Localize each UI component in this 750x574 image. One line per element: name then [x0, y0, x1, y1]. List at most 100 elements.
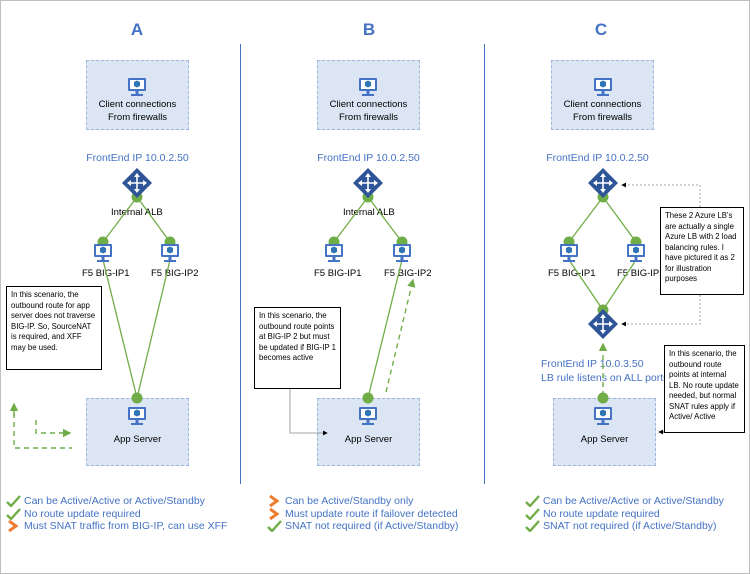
panel-c-client-line2: From firewalls: [572, 112, 633, 123]
panel-a-legend-row-3: Must SNAT traffic from BIG-IP, can use X…: [6, 519, 228, 533]
panel-c-note-text: In this scenario, the outbound route poi…: [669, 349, 739, 421]
panel-c-internal-lb-icon: [588, 309, 618, 339]
panel-c-note: In this scenario, the outbound route poi…: [664, 345, 745, 433]
panel-divider-1: [240, 44, 241, 484]
panel-a-legend-row-1: Can be Active/Active or Active/Standby: [6, 495, 227, 508]
panel-a-client-line1: Client connections: [98, 99, 177, 110]
panel-b-app-monitor-icon: [359, 407, 377, 425]
panel-a-legend-text-2: No route update required: [24, 507, 141, 520]
panel-b-frontend-ip: FrontEnd IP 10.0.2.50: [317, 152, 420, 164]
panel-c-f5-1-to-ilb: [568, 259, 604, 311]
panel-a-legend: Can be Active/Active or Active/Standby N…: [6, 495, 227, 533]
panel-c-legend-row-1: Can be Active/Active or Active/Standby: [525, 495, 724, 508]
panel-a-dashed-route-2: [35, 420, 72, 438]
panel-c-alb-to-f5-1: [568, 196, 604, 243]
panel-b-app-label: App Server: [344, 434, 393, 445]
panel-c-client-monitor-icon: [594, 78, 612, 96]
panel-a-load-balancer-icon: [122, 168, 152, 198]
panel-b-legend-row-1: Can be Active/Standby only: [267, 494, 459, 508]
panel-b-f5-2-label: F5 BIG-IP2: [384, 268, 432, 279]
panel-b-legend-row-3: SNAT not required (if Active/Standby): [267, 520, 459, 533]
panel-b-letter: B: [362, 20, 376, 39]
check-icon: [267, 520, 282, 533]
panel-a-app-dot: [131, 392, 143, 404]
panel-b-f5-1-icon: [325, 244, 343, 262]
panel-b-note: In this scenario, the outbound route poi…: [254, 307, 341, 389]
panel-a-alb-to-f5-2: [136, 196, 171, 243]
panel-b-f5-2-to-app: [367, 259, 403, 399]
panel-c-legend-row-2: No route update required: [525, 508, 724, 521]
panel-c-frontend-ip: FrontEnd IP 10.0.2.50: [546, 152, 649, 164]
connector-lines: [9, 182, 701, 449]
panel-c-note-top-pointer-1: [621, 182, 701, 207]
panel-c-app-dot: [597, 392, 609, 404]
panel-b-f5-1-label: F5 BIG-IP1: [314, 268, 362, 279]
panel-b-legend: Can be Active/Standby only Must update r…: [267, 494, 459, 533]
panel-c-legend: Can be Active/Active or Active/Standby N…: [525, 495, 724, 533]
panel-c-app-label: App Server: [580, 434, 629, 445]
panel-c-legend-text-3: SNAT not required (if Active/Standby): [543, 520, 717, 532]
panel-a-letter: A: [130, 20, 144, 39]
panel-a-legend-text-3: Must SNAT traffic from BIG-IP, can use X…: [24, 520, 228, 532]
panel-b-legend-row-2: Must update route if failover detected: [267, 507, 459, 521]
chevron-icon: [267, 494, 282, 508]
panel-a-alb-label: Internal ALB: [111, 207, 163, 218]
panel-divider-2: [484, 44, 485, 484]
panel-a-f5-2-icon: [161, 244, 179, 262]
panel-b-legend-text-3: SNAT not required (if Active/Standby): [285, 520, 459, 532]
panel-b-client-line2: From firewalls: [338, 112, 399, 123]
panel-c-note-top: These 2 Azure LB's are actually a single…: [660, 207, 744, 295]
panel-a-client-monitor-icon: [128, 78, 146, 96]
chevron-icon: [267, 507, 282, 520]
chevron-icon: [6, 519, 21, 533]
check-icon: [525, 507, 540, 521]
panel-c-frontend-ip2: FrontEnd IP 10.0.3.50: [541, 358, 644, 370]
panel-b-f5-2-icon: [393, 244, 411, 262]
panel-b-alb-to-f5-1: [333, 196, 369, 243]
check-icon: [525, 520, 540, 533]
panel-c-app-monitor-icon: [594, 407, 612, 425]
panel-b-app-server-box: App Server: [317, 398, 420, 466]
panel-a-note-text: In this scenario, the outbound route for…: [11, 290, 96, 352]
panel-c-note-top-pointer-2: [621, 295, 701, 327]
panel-c-f5-1-label: F5 BIG-IP1: [548, 268, 596, 279]
panel-b-alb-label: Internal ALB: [343, 207, 395, 218]
panel-a-frontend-ip: FrontEnd IP 10.0.2.50: [86, 152, 189, 164]
panel-c-f5-2-label: F5 BIG-IP2: [617, 268, 665, 279]
panel-c-client-box: Client connections From firewalls: [551, 60, 654, 130]
panel-c-f5-2-to-ilb: [602, 259, 637, 311]
panel-b-legend-text-2: Must update route if failover detected: [285, 507, 458, 520]
panel-a-app-monitor-icon: [128, 407, 146, 425]
panel-c-legend-row-3: SNAT not required (if Active/Standby): [525, 520, 724, 533]
panel-b-note-pointer: [289, 389, 328, 436]
panel-b-legend-text-1: Can be Active/Standby only: [285, 495, 414, 507]
panel-a-legend-text-1: Can be Active/Active or Active/Standby: [24, 495, 205, 507]
panel-a-alb-to-f5-1: [102, 196, 138, 243]
panel-b-app-dot: [362, 392, 374, 404]
panel-a-client-line2: From firewalls: [107, 112, 168, 123]
panel-c-note-top-text: These 2 Azure LB's are actually a single…: [665, 211, 737, 283]
panel-c-load-balancer-icon: [588, 168, 618, 198]
panel-a-f5-1-to-app: [102, 259, 138, 399]
panel-b-alb-to-f5-2: [367, 196, 403, 243]
panel-a-note: In this scenario, the outbound route for…: [6, 286, 102, 370]
panel-a-f5-1-icon: [94, 244, 112, 262]
node-icons: [94, 78, 645, 425]
check-icon: [6, 495, 21, 508]
panel-a-f5-2-label: F5 BIG-IP2: [151, 268, 199, 279]
panel-a-f5-2-to-app: [136, 259, 171, 399]
panel-c-letter: C: [594, 20, 608, 39]
panel-c-legend-text-1: Can be Active/Active or Active/Standby: [543, 495, 724, 507]
panel-c-legend-text-2: No route update required: [543, 507, 660, 520]
panel-c-alb-to-f5-2: [602, 196, 637, 243]
check-icon: [6, 507, 21, 521]
panel-a-app-label: App Server: [113, 434, 162, 445]
panel-b-client-monitor-icon: [359, 78, 377, 96]
panel-c-lb-rule-label: LB rule listens on ALL ports: [541, 372, 669, 384]
panel-b-client-line1: Client connections: [329, 99, 408, 110]
panel-a-dashed-route-1: [13, 404, 72, 449]
panel-c-f5-1-icon: [560, 244, 578, 262]
panel-b-note-text: In this scenario, the outbound route poi…: [259, 311, 337, 362]
panel-a-legend-row-2: No route update required: [6, 508, 227, 521]
